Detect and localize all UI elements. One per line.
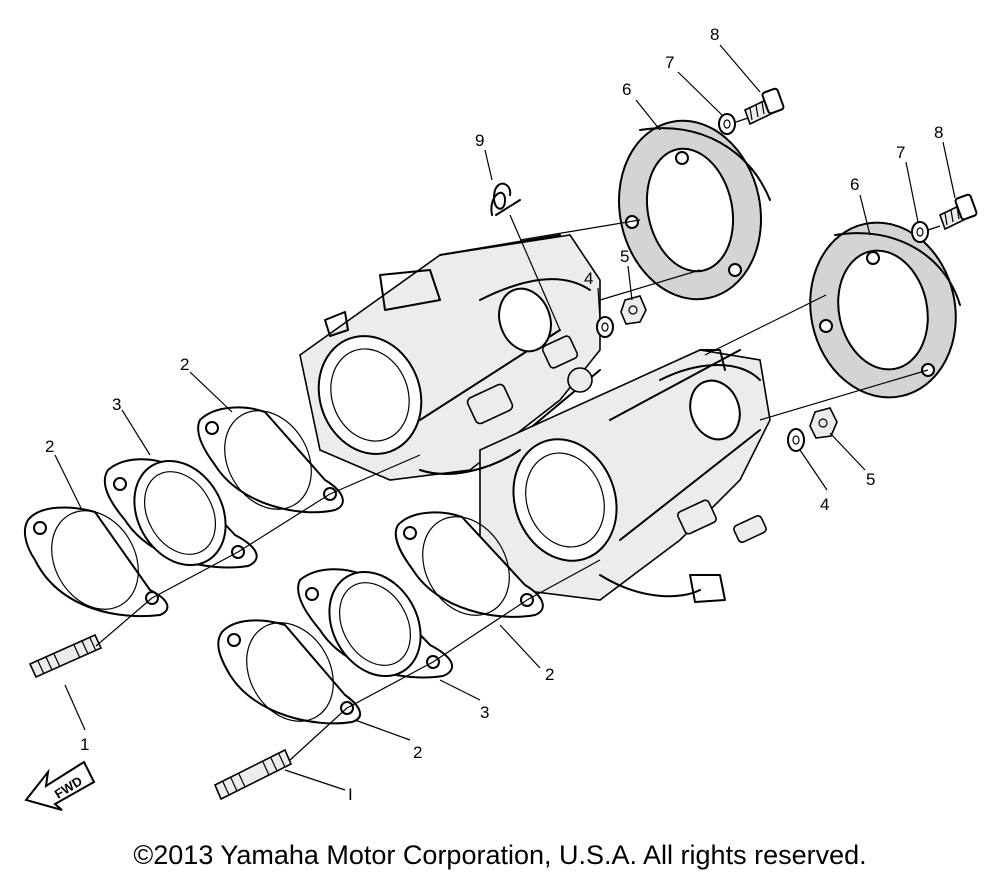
callout-3-upper: 3 <box>112 395 121 414</box>
parts-diagram: 1 I 2 2 2 2 3 3 4 4 5 5 6 6 7 7 8 8 9 FW… <box>23 25 978 811</box>
callout-7-lower: 7 <box>896 143 905 162</box>
ring-lower <box>809 221 961 399</box>
callout-2-upper-right: 2 <box>180 355 189 374</box>
callout-9: 9 <box>475 131 484 150</box>
alignment-lines <box>95 117 941 761</box>
callout-3-lower: 3 <box>480 703 489 722</box>
callout-8-lower: 8 <box>934 123 943 142</box>
spring-clip-9 <box>490 182 521 216</box>
nut-5-upper <box>620 295 647 325</box>
callout-7-upper: 7 <box>665 53 674 72</box>
leader-lines <box>54 44 956 791</box>
callout-1-lower: I <box>348 785 353 804</box>
gasket-lower-right <box>394 511 544 618</box>
callout-1-upper: 1 <box>80 735 89 754</box>
carburetor-assembly <box>299 234 771 603</box>
callout-5-lower: 5 <box>866 470 875 489</box>
callout-4-lower: 4 <box>820 495 829 514</box>
gasket-lower-left <box>217 619 361 725</box>
callout-4-upper: 4 <box>584 269 593 288</box>
insulator-lower <box>297 568 454 679</box>
ring-upper <box>618 119 771 301</box>
washer-upper <box>718 113 736 135</box>
callout-2-lower-left: 2 <box>413 743 422 762</box>
insulator-upper <box>103 458 258 569</box>
nut-5-lower <box>809 407 838 439</box>
callout-2-lower-right: 2 <box>545 665 554 684</box>
screw-upper <box>744 87 785 126</box>
callout-6-upper: 6 <box>622 80 631 99</box>
washer-4-lower <box>787 428 805 452</box>
callout-8-upper: 8 <box>710 25 719 44</box>
screw-lower <box>939 193 978 231</box>
stud-bolt-lower <box>213 748 293 801</box>
stud-bolt-upper <box>28 633 103 679</box>
gasket-upper-left <box>23 506 169 618</box>
fwd-arrow: FWD <box>24 760 96 811</box>
callouts: 1 I 2 2 2 2 3 3 4 4 5 5 6 6 7 7 8 8 9 <box>45 25 943 804</box>
callout-6-lower: 6 <box>850 175 859 194</box>
callout-5-upper: 5 <box>620 247 629 266</box>
gasket-upper-right <box>197 406 344 514</box>
washer-lower <box>911 221 929 243</box>
copyright-notice: ©2013 Yamaha Motor Corporation, U.S.A. A… <box>133 840 867 870</box>
washer-4-upper <box>596 316 614 338</box>
callout-2-upper-left: 2 <box>45 437 54 456</box>
